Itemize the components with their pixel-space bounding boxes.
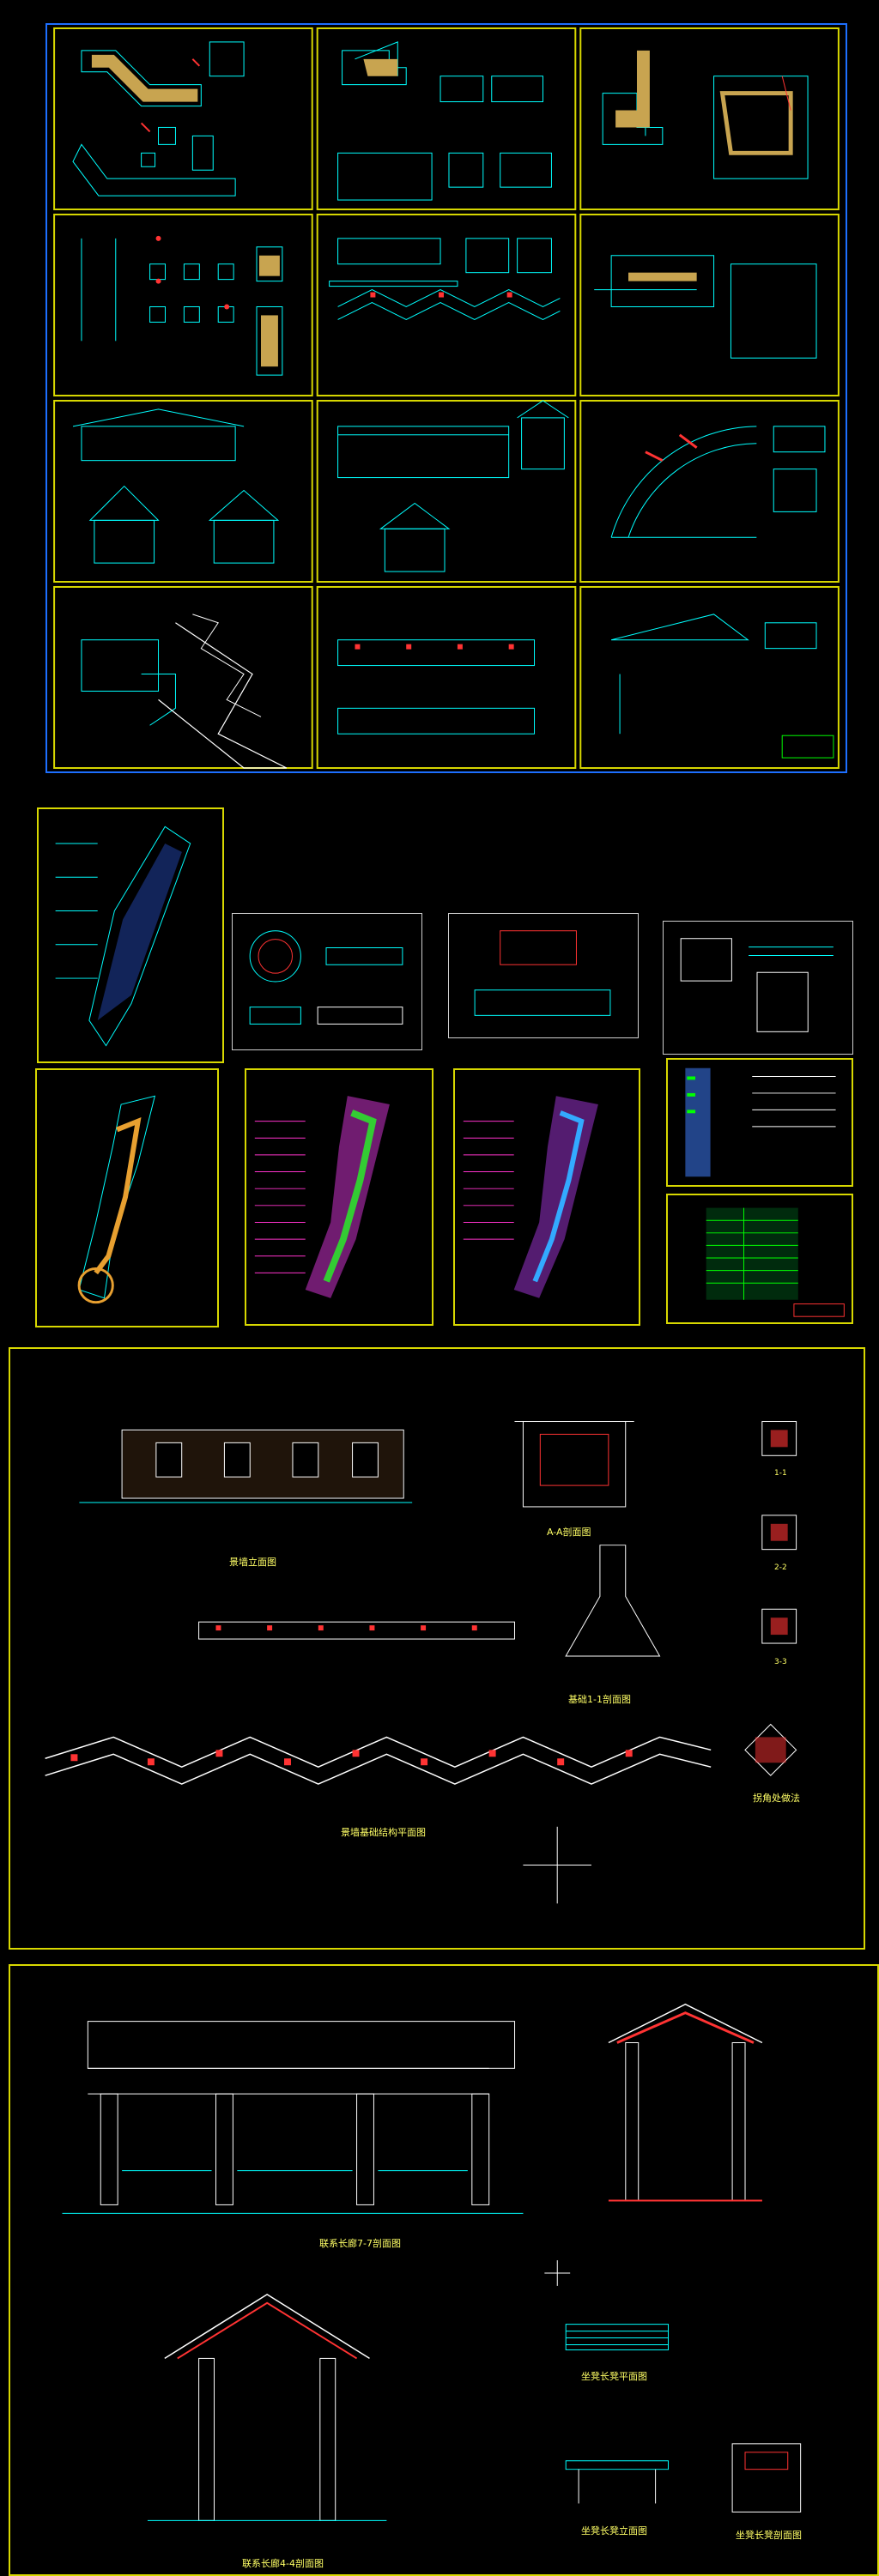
mark-3-3: 3-3: [774, 1658, 787, 1666]
landscape-wall-sheet: 景墙立面图 A-A剖面图 基础1-1剖面图 景墙基础结构平面图 拐角处做法 1-…: [9, 1347, 865, 1950]
planting-sheet-2: [245, 1068, 433, 1326]
detail-sheet-planter: [448, 913, 639, 1038]
corridor-section-title: 联系长廊4-4剖面图: [242, 2558, 324, 2569]
detail-sheet-fountain: [232, 913, 422, 1050]
structure-plan-title: 景墙基础结构平面图: [341, 1827, 426, 1838]
planting-sheet-1: [35, 1068, 219, 1327]
section-aa-title: A-A剖面图: [547, 1527, 591, 1538]
overview-grid: [53, 27, 840, 770]
foundation-section-title: 基础1-1剖面图: [568, 1694, 631, 1705]
drawing-set-overview: [45, 23, 847, 773]
planting-sheet-3: [453, 1068, 640, 1326]
long-elevation-title: 联系长廊7-7剖面图: [319, 2238, 401, 2249]
bench-plan-title: 坐凳长凳平面图: [581, 2371, 647, 2382]
schedule-sheet-2: [666, 1194, 853, 1324]
wall-drawings: [45, 1421, 797, 1904]
detail-sheet-paving: [663, 921, 853, 1055]
mark-2-2: 2-2: [774, 1563, 787, 1572]
mark-1-1: 1-1: [774, 1469, 787, 1478]
masterplan-outline: [55, 825, 191, 1047]
bench-elevation-title: 坐凳长凳立面图: [581, 2525, 647, 2537]
wall-elevation-title: 景墙立面图: [229, 1557, 276, 1568]
corridor-drawings: [62, 2003, 802, 2521]
corridor-sheet: 联系长廊7-7剖面图 联系长廊4-4剖面图 坐凳长凳平面图 坐凳长凳立面图 坐凳…: [9, 1964, 879, 2576]
masterplan-sheet-1: [37, 807, 224, 1063]
bench-section-title: 坐凳长凳剖面图: [736, 2530, 802, 2541]
schedule-sheet-1: [666, 1058, 853, 1187]
corner-detail-title: 拐角处做法: [753, 1793, 800, 1804]
